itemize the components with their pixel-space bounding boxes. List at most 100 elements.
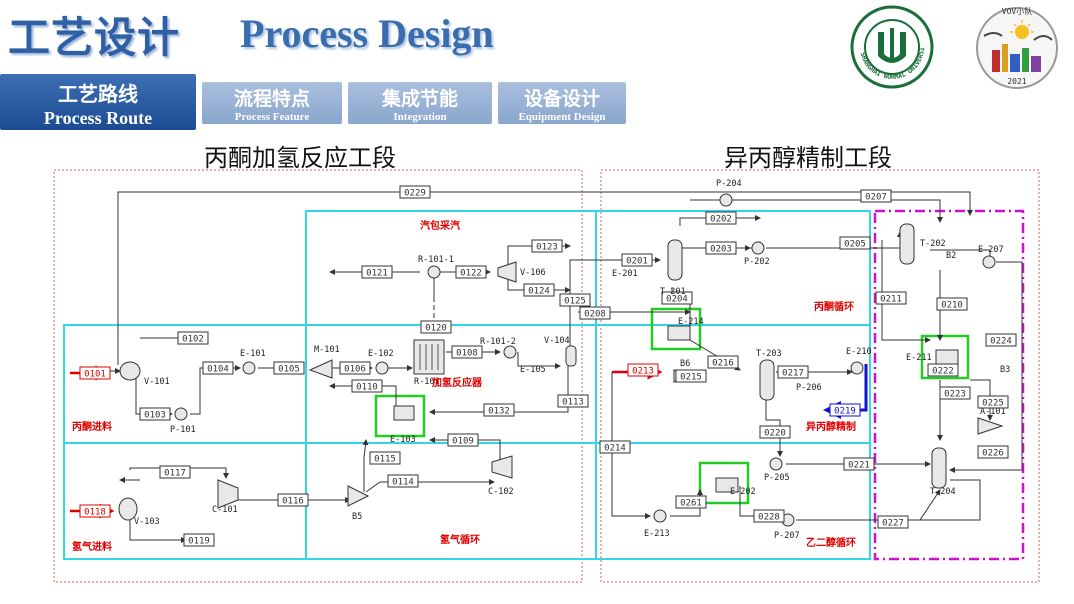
compressor-c102-shape <box>491 455 513 479</box>
stream-label: 0103 <box>144 411 166 421</box>
equipment-label-e105: E-105 <box>520 365 546 375</box>
stream-0110: 0110 <box>351 379 383 393</box>
section-title-hydrogenation: 丙酮加氢反应工段 <box>204 144 396 172</box>
stream-0122: 0122 <box>455 265 487 279</box>
stream-label: 0203 <box>710 245 732 255</box>
stream-label: 0215 <box>680 373 702 383</box>
exchanger-e214-shape <box>667 325 691 341</box>
stream-label: 0217 <box>782 369 804 379</box>
absorber-a101-shape <box>977 417 1004 435</box>
team-name: VOV小队 <box>1002 6 1032 16</box>
stream-label: 0106 <box>344 365 366 375</box>
stream-0113: 0113 <box>557 394 589 408</box>
pump-p202-shape <box>751 241 765 255</box>
equipment-label-e201: E-201 <box>612 269 638 279</box>
stream-label: 0104 <box>207 365 229 375</box>
equipment-label-p101: P-101 <box>170 425 196 435</box>
stream-0214: 0214 <box>599 440 631 454</box>
stream-0121: 0121 <box>361 265 393 279</box>
tab-equipment-design[interactable]: 设备设计 Equipment Design <box>498 82 626 124</box>
tab-process-feature[interactable]: 流程特点 Process Feature <box>202 82 342 124</box>
stream-label: 0113 <box>562 398 584 408</box>
column-t201-shape <box>667 239 683 281</box>
stream-0116: 0116 <box>277 493 309 507</box>
equipment-label-r101_1: R-101-1 <box>418 255 454 265</box>
equipment-label-p206: P-206 <box>796 383 822 393</box>
zone-label-steam: 汽包采汽 <box>420 219 460 232</box>
stream-0104: 0104 <box>202 361 234 375</box>
stream-0125: 0125 <box>559 293 591 307</box>
stream-0101: 0101 <box>79 366 111 380</box>
equipment-label-a101: A-101 <box>980 407 1006 417</box>
stream-label: 0120 <box>425 324 447 334</box>
stream-label: 0210 <box>941 301 963 311</box>
compressor-c101-shape <box>217 479 239 509</box>
equipment-label-t203: T-203 <box>756 349 782 359</box>
column-t203-shape <box>759 359 775 401</box>
stream-0114: 0114 <box>387 474 419 488</box>
stream-0213: 0213 <box>627 363 659 377</box>
stream-0109: 0109 <box>447 433 479 447</box>
stream-label: 0105 <box>278 365 300 375</box>
equipment-label-b2: B2 <box>946 251 956 261</box>
highlight-e211 <box>920 334 970 380</box>
equipment-label-e103: E-103 <box>390 435 416 445</box>
stream-0225: 0225 <box>977 395 1009 409</box>
stream-0123: 0123 <box>531 239 563 253</box>
section-title-refining: 异丙醇精制工段 <box>724 144 892 172</box>
tab-process-route[interactable]: 工艺路线 Process Route <box>0 74 196 130</box>
stream-0203: 0203 <box>705 241 737 255</box>
zone-label-acetone_feed: 丙酮进料 <box>72 420 112 433</box>
exchanger-e105-shape <box>503 345 517 359</box>
stream-0201: 0201 <box>621 253 653 267</box>
stream-0223: 0223 <box>939 386 971 400</box>
highlight-e214 <box>650 307 702 351</box>
equipment-label-p207: P-207 <box>774 531 800 541</box>
equipment-label-e207: E-207 <box>978 245 1004 255</box>
equipment-label-r101: R-101 <box>414 377 440 387</box>
stream-0217: 0217 <box>777 365 809 379</box>
exchanger-e101-shape <box>242 361 256 375</box>
stream-label: 0229 <box>404 189 426 199</box>
tab-process-route-en: Process Route <box>43 108 153 128</box>
stream-0215: 0215 <box>675 369 707 383</box>
equipment-label-b5: B5 <box>352 512 362 522</box>
stream-label: 0102 <box>182 335 204 345</box>
highlight-e103 <box>374 394 426 438</box>
zone-glycol-box <box>595 442 871 560</box>
stream-label: 0226 <box>982 449 1004 459</box>
stream-label: 0201 <box>626 257 648 267</box>
stream-0103: 0103 <box>139 407 171 421</box>
equipment-label-b6: B6 <box>680 359 690 369</box>
equipment-label-e102: E-102 <box>368 349 394 359</box>
tab-integration[interactable]: 集成节能 Integration <box>348 82 492 124</box>
zone-label-hydrogen_feed: 氢气进料 <box>72 540 112 553</box>
stream-label: 0114 <box>392 478 414 488</box>
stream-0208: 0208 <box>579 306 611 320</box>
tab-process-route-cn: 工艺路线 <box>58 82 138 106</box>
stream-label: 0221 <box>848 461 870 471</box>
equipment-label-e214: E-214 <box>678 317 704 327</box>
tab-integration-en: Integration <box>393 111 447 123</box>
tab-equipment-design-cn: 设备设计 <box>523 88 600 110</box>
vessel-v101-shape <box>119 361 141 381</box>
equipment-label-p204: P-204 <box>716 179 742 189</box>
stream-label: 0228 <box>758 513 780 523</box>
exchanger-e102-shape <box>375 361 389 375</box>
stream-label: 0119 <box>188 537 210 547</box>
stream-label: 0211 <box>880 295 902 305</box>
stream-0108: 0108 <box>451 345 483 359</box>
stream-0204: 0204 <box>661 291 693 305</box>
tab-integration-cn: 集成节能 <box>381 88 458 110</box>
stream-label: 0116 <box>282 497 304 507</box>
equipment-label-v106: V-106 <box>520 268 546 278</box>
mixer-m101-shape <box>308 359 333 379</box>
zone-label-glycol_loop: 乙二醇循环 <box>806 536 856 549</box>
stream-label: 0125 <box>564 297 586 307</box>
equipment-label-c102: C-102 <box>488 487 514 497</box>
stream-label: 0204 <box>666 295 688 305</box>
highlight-e202 <box>698 461 750 505</box>
stream-label: 0132 <box>488 407 510 417</box>
